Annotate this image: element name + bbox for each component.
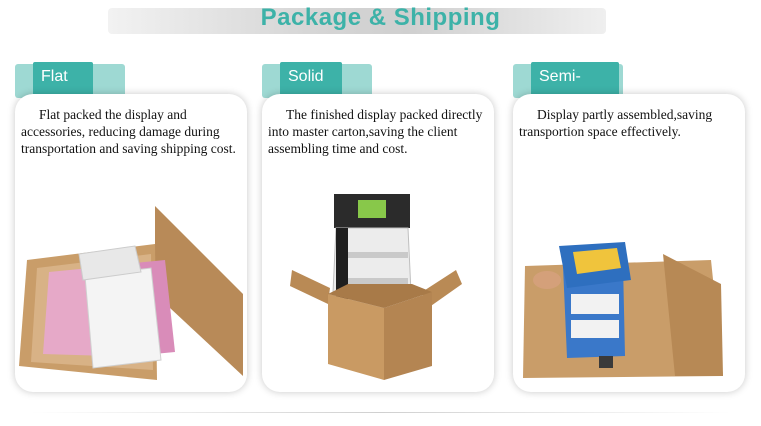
white-board-top xyxy=(78,245,142,281)
tab-semi-solid: Semi-solid xyxy=(531,62,619,115)
page-title: Package & Shipping xyxy=(260,4,501,31)
tray-divider xyxy=(571,294,619,314)
display-shelf xyxy=(336,252,408,258)
card-semi-solid: Display partly assembled,saving transpor… xyxy=(513,94,745,392)
box-top-opening xyxy=(328,284,432,308)
description-flat: Flat packed the display and accessories,… xyxy=(21,107,236,156)
tab-flat: Flat xyxy=(33,62,93,96)
box-flap-left xyxy=(290,270,330,304)
description-solid: The finished display packed directly int… xyxy=(268,107,483,156)
box-side xyxy=(384,292,432,380)
carton-flap xyxy=(663,254,723,376)
display-base-block xyxy=(599,356,613,368)
header-graphic xyxy=(573,248,621,274)
card-solid: The finished display packed directly int… xyxy=(262,94,494,392)
display-shelf xyxy=(336,278,408,284)
card-flat: Flat packed the display and accessories,… xyxy=(15,94,247,392)
panel-semi-solid: Semi-solid Display partly assembled,savi… xyxy=(513,62,745,392)
solid-pack-photo xyxy=(290,194,462,380)
display-header-graphic xyxy=(358,200,386,218)
tray-divider xyxy=(571,320,619,338)
carton-lid xyxy=(155,206,243,376)
hand xyxy=(533,271,561,289)
bottom-divider xyxy=(30,412,731,413)
panel-solid: Solid The finished display packed direct… xyxy=(262,62,494,392)
semi-solid-pack-photo xyxy=(523,242,723,378)
white-board xyxy=(84,267,162,369)
flat-pack-photo xyxy=(19,206,243,380)
tab-solid: Solid xyxy=(280,62,342,96)
panel-flat: Flat Flat packed the display and accesso… xyxy=(15,62,247,392)
box-front xyxy=(328,294,384,380)
description-semi-solid: Display partly assembled,saving transpor… xyxy=(519,107,713,139)
title-banner xyxy=(108,8,606,34)
